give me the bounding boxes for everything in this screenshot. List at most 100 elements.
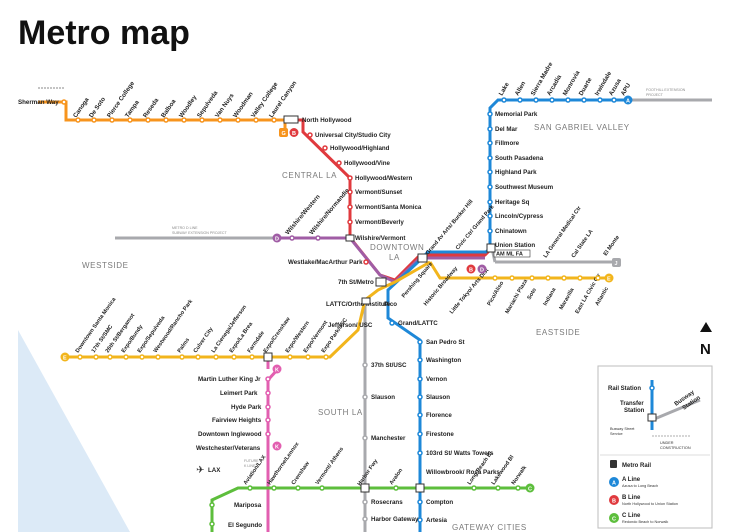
station-lincoln-cypress: Lincoln/Cypress (495, 213, 544, 220)
metro-rail-icon (610, 460, 617, 468)
legend-metro-rail: Metro Rail (622, 463, 651, 469)
station-lake: Lake (498, 81, 511, 97)
north-hollywood-transfer (283, 115, 299, 124)
d-line-badge-label: D (275, 237, 279, 243)
station-mariachi-plaza: Mariachi Plaza (505, 278, 530, 315)
station-grand-av: Grand Av Arts/ Bunker Hill (425, 199, 475, 257)
g-line-stations: Canoga De Soto Pierce College Tampa Rese… (72, 80, 299, 119)
airplane-icon: ✈ (196, 465, 204, 476)
station-balboa: Balboa (160, 98, 178, 119)
legend-transfer-1: Transfer (620, 401, 644, 407)
station-sherman-way: Sherman Way (18, 99, 59, 106)
e-line-badge-east (604, 273, 614, 283)
station-fairview-heights: Fairview Heights (212, 417, 262, 424)
station-leimert-park: Leimert Park (220, 390, 258, 397)
station-firestone: Firestone (426, 431, 454, 438)
page-title: Metro map (18, 14, 190, 52)
j-line-badge-label: J (615, 261, 618, 267)
e-line-east (428, 261, 608, 280)
d-line (278, 236, 485, 284)
d-line-badge (272, 233, 282, 243)
station-pico-aliso: Pico/Aliso (487, 280, 506, 307)
station-hyde-park: Hyde Park (231, 404, 262, 411)
station-maravilla: Maravilla (559, 286, 577, 311)
station-north-hollywood: North Hollywood (302, 117, 352, 124)
legend-busway-street-1: Busway Street (610, 427, 635, 431)
station-florence: Florence (426, 412, 452, 419)
region-central-la: CENTRAL LA (282, 171, 337, 180)
station-lattc-ortho: LATTC/Ortho Institute (326, 301, 391, 308)
station-apu: APU (620, 82, 633, 97)
c-line-badge-east (525, 483, 535, 493)
legend-a-badge: A (612, 481, 616, 487)
station-grand-lattc: Grand/LATTC (398, 320, 438, 327)
region-eastside: EASTSIDE (536, 328, 580, 337)
station-mariposa: Mariposa (234, 502, 262, 509)
e-line-badge-west-label: E (63, 356, 67, 362)
legend-a-line: A Line (622, 477, 641, 483)
union-codes-box (493, 249, 531, 258)
legend-c-badge: C (612, 517, 616, 523)
j-line-badge (612, 258, 621, 267)
future-k-note-2: K LINE (244, 464, 256, 468)
station-south-pasadena: South Pasadena (495, 155, 544, 162)
c-line-badge-east-label: C (528, 487, 532, 493)
station-harbor-fwy: Harbor Fwy (357, 458, 380, 487)
station-highland-park: Highland Park (495, 169, 537, 176)
station-cal-state-la: Cal State LA (571, 229, 595, 259)
station-vermont-athens: Vermont/ Athens (315, 446, 345, 486)
e-line-west (64, 260, 431, 359)
station-palms: Palms (177, 337, 191, 354)
legend-rail-station: Rail Station (608, 386, 641, 392)
station-soto: Soto (527, 287, 539, 301)
b-line-stations: Universal City/Studio City Hollywood/Hig… (288, 132, 422, 286)
station-vermont-santa-monica: Vermont/Santa Monica (355, 204, 422, 211)
station-downtown-inglewood: Downtown Inglewood (198, 431, 262, 438)
union-codes: AM ML FA (496, 252, 523, 258)
legend-b-line-desc: North Hollywood to Union Station (622, 502, 678, 506)
region-san-gabriel: SAN GABRIEL VALLEY (534, 123, 630, 132)
b-line-badge-union (466, 264, 476, 274)
station-slauson-j: Slauson (371, 394, 395, 401)
station-pico: Pico (384, 301, 397, 308)
d-line-badge-union (477, 264, 487, 274)
station-little-tokyo: Little Tokyo/ Arts Dist (449, 268, 490, 316)
region-gateway: GATEWAY CITIES (452, 523, 527, 532)
station-vernon: Vernon (426, 376, 447, 383)
e-line-badge-west (60, 352, 70, 362)
ocean (18, 330, 130, 532)
station-universal-city: Universal City/Studio City (315, 132, 391, 139)
region-downtown-2: LA (389, 253, 400, 262)
b-line-badge-union-label: B (469, 268, 473, 274)
station-wilshire-vermont: Wilshire/Vermont (355, 235, 406, 242)
b-line-badge-label: B (292, 131, 296, 137)
legend-c-line-desc: Redondo Beach to Norwalk (622, 520, 668, 524)
station-willowbrook: Willowbrook/ Rosa Parks (426, 469, 500, 476)
station-union-station: Union Station (495, 242, 535, 249)
legend-under-construction-2: CONSTRUCTION (660, 446, 691, 450)
metro-d-note-2: SUBWAY EXTENSION PROJECT (172, 231, 227, 235)
a-line-top-stations: Lake Allen Sierra Madre Arcadia Monrovia… (498, 61, 633, 97)
station-hollywood-vine: Hollywood/Vine (344, 160, 391, 167)
station-indiana: Indiana (543, 286, 558, 307)
k-line-badge-bottom (272, 441, 282, 451)
station-slauson-a: Slauson (426, 394, 450, 401)
foothill-note-1: FOOTHILL EXTENSION (646, 88, 686, 92)
legend-b-line: B Line (622, 495, 641, 501)
station-del-mar: Del Mar (495, 126, 518, 133)
station-westchester-veterans: Westchester/Veterans (196, 445, 261, 452)
station-allen: Allen (514, 80, 528, 97)
e-line-west-stations: Downtown Santa Monica 17th St/SMC 26th S… (75, 296, 349, 354)
legend-busway-street-2: Service (610, 432, 623, 436)
k-line-stations: Martin Luther King Jr Leimert Park Hyde … (196, 376, 262, 452)
station-artesia: Artesia (426, 517, 448, 524)
g-line-badge (279, 128, 288, 137)
metro-d-note-1: METRO D LINE (172, 226, 198, 230)
station-jefferson-usc: Jefferson/ USC (328, 322, 373, 329)
station-de-soto: De Soto (88, 96, 107, 119)
station-norwalk: Norwalk (511, 464, 529, 486)
station-7th-st-metro: 7th St/Metro Ctr (338, 279, 385, 286)
station-el-monte: El Monte (603, 235, 621, 258)
station-harbor-gateway: Harbor Gateway (371, 516, 419, 523)
